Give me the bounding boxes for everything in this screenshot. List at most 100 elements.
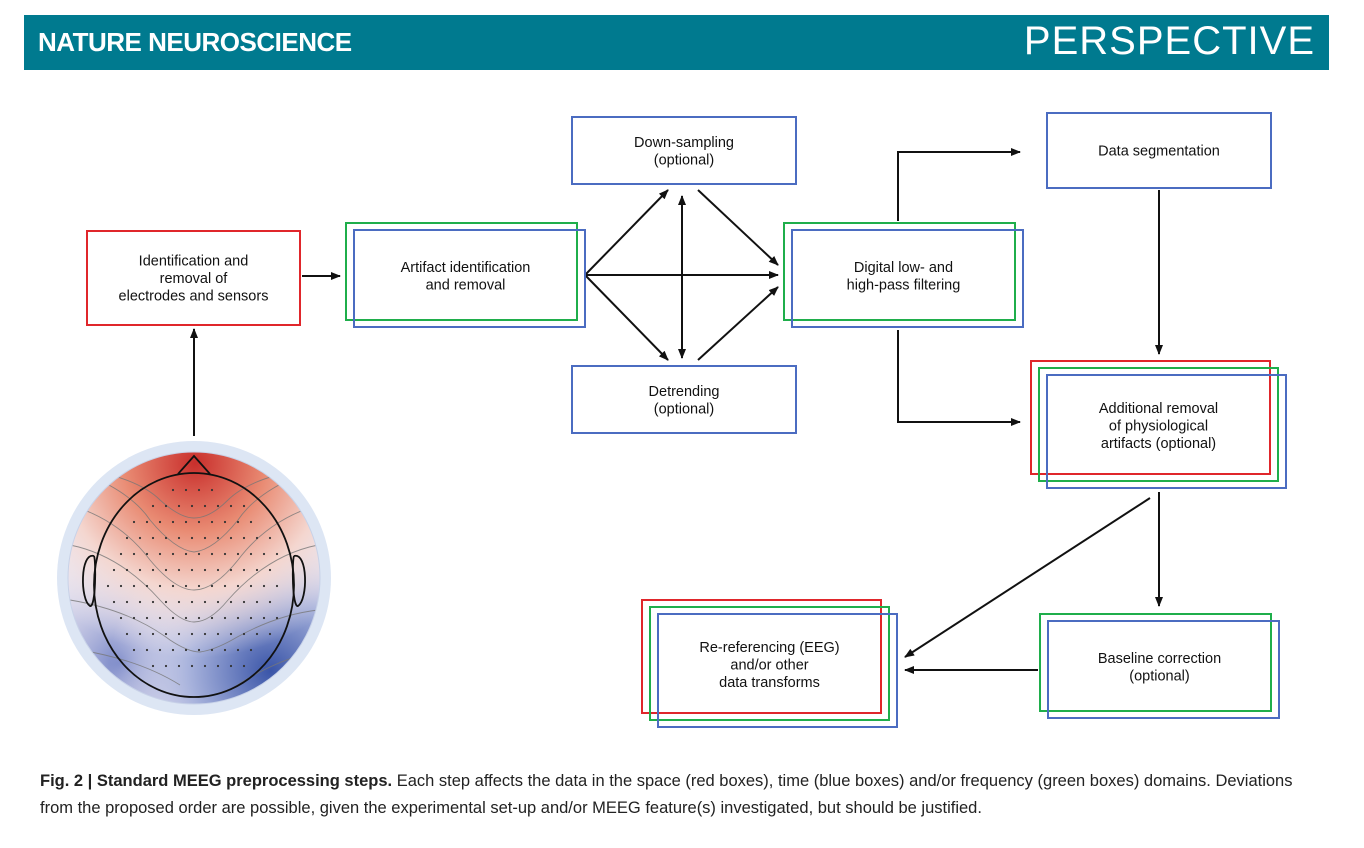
time-domain-frame (791, 229, 1024, 328)
time-domain-frame (1046, 374, 1287, 489)
sensor-dot (138, 536, 142, 540)
step-box-downsampling: Down-sampling(optional) (571, 116, 797, 185)
step-label-line: (optional) (654, 401, 714, 417)
sensor-dot (164, 600, 168, 604)
step-box-baseline: Baseline correction(optional) (1039, 613, 1280, 719)
sensor-dot (210, 616, 214, 620)
sensor-dot (171, 584, 175, 588)
sensor-dot (164, 664, 168, 668)
frequency-domain-frame (783, 222, 1016, 321)
sensor-dot (268, 600, 272, 604)
time-domain-frame (571, 365, 797, 434)
step-box-segmentation: Data segmentation (1046, 112, 1272, 189)
sensor-dot (229, 504, 233, 508)
sensor-dot (262, 552, 266, 556)
sensor-dot (197, 616, 201, 620)
sensor-dot (164, 568, 168, 572)
sensor-dot (203, 536, 207, 540)
sensor-dot (177, 664, 181, 668)
sensor-dot (184, 488, 188, 492)
sensor-dot (236, 552, 240, 556)
sensor-dot (177, 632, 181, 636)
time-domain-frame (657, 613, 898, 728)
sensor-dot (255, 600, 259, 604)
sensor-dot (210, 552, 214, 556)
step-label-line: removal of (160, 271, 229, 287)
sensor-dot (112, 568, 116, 572)
sensor-dot (229, 600, 233, 604)
frequency-domain-frame (1038, 367, 1279, 482)
sensor-dot (177, 568, 181, 572)
sensor-dot (216, 536, 220, 540)
sensor-dot (138, 632, 142, 636)
sensor-dot (164, 504, 168, 508)
sensor-dot (242, 664, 246, 668)
figure-caption-text: Each step affects the data in the space … (40, 772, 1293, 817)
sensor-dot (210, 648, 214, 652)
step-box-detrending: Detrending(optional) (571, 365, 797, 434)
sensor-dot (151, 536, 155, 540)
sensor-dot (145, 616, 149, 620)
sensor-dot (275, 584, 279, 588)
sensor-dot (132, 616, 136, 620)
scalp-topography-map (57, 441, 331, 715)
sensor-dot (151, 632, 155, 636)
arrow-filtering-to-physio (897, 330, 1021, 426)
sensor-dot (177, 600, 181, 604)
sensor-dot (171, 520, 175, 524)
sensor-dot (216, 632, 220, 636)
sensor-dot (184, 520, 188, 524)
step-label-line: Baseline correction (1098, 651, 1221, 667)
step-label-line: Digital low- and (854, 260, 953, 276)
sensor-dot (223, 520, 227, 524)
sensor-dot (190, 504, 194, 508)
sensor-dot (145, 520, 149, 524)
sensor-dot (242, 600, 246, 604)
sensor-dot (223, 648, 227, 652)
sensor-dot (229, 664, 233, 668)
frequency-domain-frame (1039, 613, 1272, 712)
sensor-dot (275, 552, 279, 556)
sensor-dot (125, 568, 129, 572)
sensor-dot (125, 600, 129, 604)
sensor-dot (112, 600, 116, 604)
sensor-dot (158, 520, 162, 524)
sensor-dot (255, 568, 259, 572)
sensor-dot (151, 664, 155, 668)
sensor-dot (236, 520, 240, 524)
sensor-dot (255, 536, 259, 540)
sensor-dot (171, 552, 175, 556)
sensor-dot (255, 632, 259, 636)
step-label-line: (optional) (654, 152, 714, 168)
sensor-dot (171, 648, 175, 652)
step-label-line: high-pass filtering (847, 277, 961, 293)
sensor-dot (132, 648, 136, 652)
sensor-dot (216, 664, 220, 668)
sensor-dot (190, 664, 194, 668)
sensor-dot (197, 584, 201, 588)
sensor-dot (145, 584, 149, 588)
sensor-dot (268, 632, 272, 636)
sensor-dot (249, 552, 253, 556)
space-domain-frame (86, 230, 301, 326)
sensor-dot (164, 632, 168, 636)
sensor-dot (132, 584, 136, 588)
frequency-domain-frame (345, 222, 578, 321)
sensor-dot (184, 648, 188, 652)
sensor-dot (184, 616, 188, 620)
sensor-dot (158, 584, 162, 588)
step-label-line: and removal (426, 277, 506, 293)
sensor-dot (197, 648, 201, 652)
step-label-line: of physiological (1109, 419, 1208, 435)
sensor-dot (249, 584, 253, 588)
step-label-line: Detrending (649, 384, 720, 400)
time-domain-frame (571, 116, 797, 185)
sensor-dot (203, 600, 207, 604)
sensor-dot (158, 552, 162, 556)
step-label-line: (optional) (1129, 668, 1189, 684)
sensor-dot (119, 552, 123, 556)
sensor-dot (242, 632, 246, 636)
